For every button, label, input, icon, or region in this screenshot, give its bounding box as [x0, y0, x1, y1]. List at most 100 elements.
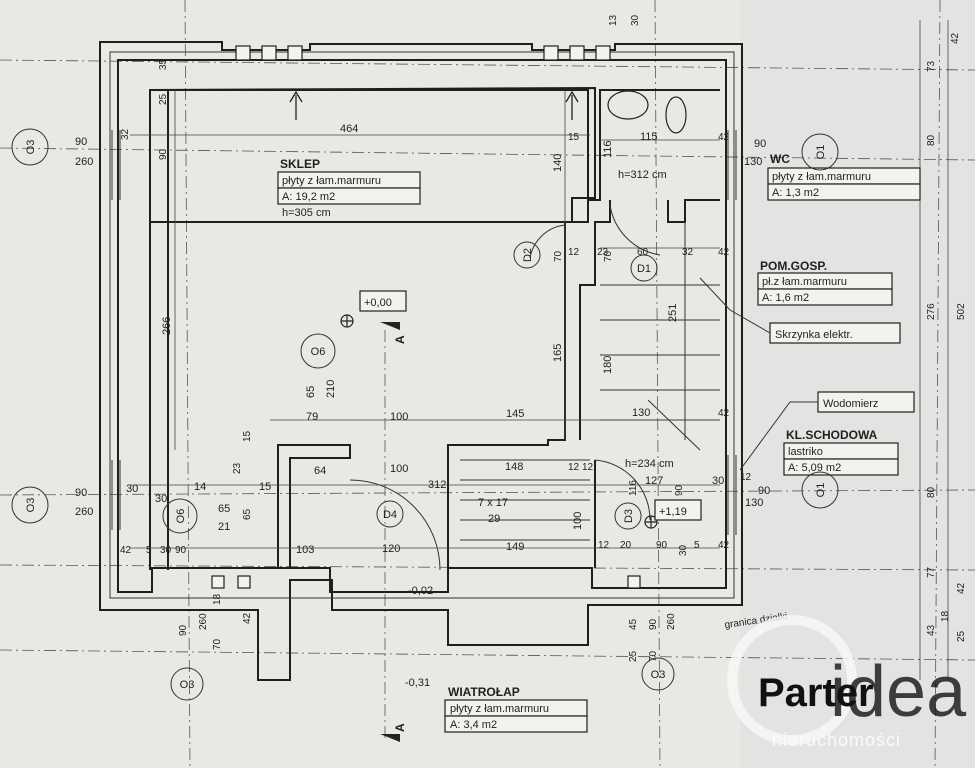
dim-100b: 100	[390, 463, 408, 475]
dim-266: 266	[161, 317, 173, 335]
dim-15c: 15	[259, 481, 271, 493]
dim-90-mid: 90	[75, 487, 87, 499]
stairs-sub: 29	[488, 513, 500, 525]
dim-14: 14	[194, 481, 206, 493]
dim-260c: 260	[198, 613, 209, 630]
dim-15-top: 15	[568, 132, 580, 143]
symbol-d1: D1	[637, 263, 651, 275]
dim-12-bottom: 12	[598, 540, 610, 551]
dim-12a: 12	[568, 247, 580, 258]
wc-fixtures	[607, 90, 687, 134]
right-dim-18: 18	[940, 610, 951, 622]
room-wc-name: WC	[770, 152, 790, 166]
dim-12b: 12	[568, 462, 580, 473]
dim-42e: 42	[120, 545, 132, 556]
dim-65c: 65	[242, 508, 253, 520]
dim-70c: 70	[212, 638, 223, 650]
room-label-boxes	[277, 167, 921, 733]
dim-130c: 130	[745, 497, 763, 509]
dim-5b: 5	[146, 545, 152, 556]
dim-251: 251	[667, 304, 679, 322]
dim-116: 116	[602, 140, 614, 158]
dim-32: 32	[120, 128, 131, 140]
dim-145: 145	[506, 408, 524, 420]
leader-lines	[699, 277, 818, 471]
room-wc-floor: płyty z łam.marmuru	[772, 171, 871, 183]
dim-180: 180	[602, 356, 614, 374]
dim-42f: 42	[242, 612, 253, 624]
dim-25b: 25	[628, 650, 639, 662]
dim-90-vert: 90	[158, 148, 169, 160]
door-swings	[349, 204, 701, 571]
dim-90h: 90	[648, 618, 659, 630]
dim-18: 18	[212, 593, 223, 605]
right-dim-42b: 42	[956, 582, 967, 594]
dim-23b: 23	[232, 462, 243, 474]
symbol-d3: D3	[623, 509, 635, 523]
dim-42d: 42	[718, 540, 730, 551]
dim-30c: 30	[160, 545, 172, 556]
dim-21: 21	[218, 521, 230, 533]
dim-115: 115	[640, 131, 658, 143]
dim-32b: 32	[682, 247, 694, 258]
dim-90g: 90	[178, 624, 189, 636]
dim-25: 25	[158, 93, 169, 105]
dim-13: 13	[608, 14, 619, 26]
room-pomgosp-area: A: 1,6 m2	[762, 292, 809, 304]
dim-65b: 65	[218, 503, 230, 515]
room-sklep-name: SKLEP	[280, 157, 320, 171]
dim-90f: 90	[175, 545, 187, 556]
symbol-o6-left: O6	[175, 509, 187, 524]
dim-23: 23	[597, 247, 609, 258]
room-pomgosp-name: POM.GOSP.	[760, 259, 827, 273]
dim-100a: 100	[390, 411, 408, 423]
level-markers	[340, 290, 702, 529]
label-skrzynka: Skrzynka elektr.	[775, 329, 853, 341]
dim-90-right-mid: 90	[758, 485, 770, 497]
level-119: +1,19	[659, 506, 687, 518]
right-dim-80b: 80	[926, 486, 937, 498]
logo-brand: idea	[830, 652, 967, 732]
label-wodomierz: Wodomierz	[823, 398, 878, 410]
room-klschodowa-height: h=234 cm	[625, 458, 674, 470]
interior-walls	[111, 89, 737, 570]
dim-120: 120	[382, 543, 400, 555]
room-wc-height: h=312 cm	[618, 169, 667, 181]
dim-116b: 116	[628, 480, 639, 496]
dim-140: 140	[552, 154, 564, 172]
right-dim-43: 43	[926, 624, 937, 636]
dim-30a: 30	[712, 475, 724, 487]
right-dim-73: 73	[926, 60, 937, 72]
dimension-lines	[130, 20, 949, 680]
dim-45: 45	[628, 618, 639, 630]
dim-42-top: 42	[718, 132, 730, 143]
circle-symbols	[11, 128, 839, 701]
symbol-o3-left-mid: O3	[25, 498, 37, 513]
symbol-o3-bottom-left: O3	[180, 679, 195, 691]
dim-260-top: 260	[75, 156, 93, 168]
dim-30-left: 30	[126, 483, 138, 495]
right-dim-77: 77	[926, 566, 937, 578]
symbol-o3-bottom-mid: O3	[651, 669, 666, 681]
dim-103: 103	[296, 544, 314, 556]
level-minus-002: -0,02	[408, 585, 433, 597]
symbol-o1-mid: O1	[815, 483, 827, 498]
right-dim-80a: 80	[926, 134, 937, 146]
right-dim-25: 25	[956, 630, 967, 642]
dim-12c: 12	[582, 462, 594, 473]
symbol-d2: D2	[522, 248, 534, 262]
room-wiatrolap-area: A: 3,4 m2	[450, 719, 497, 731]
dim-70b: 70	[603, 250, 614, 262]
symbol-o1-top: O1	[815, 145, 827, 160]
dim-149: 149	[506, 541, 524, 553]
symbol-o6-center: O6	[311, 346, 326, 358]
dim-15b: 15	[242, 430, 253, 442]
room-wiatrolap-name: WIATROŁAP	[448, 685, 520, 699]
dim-165: 165	[552, 344, 564, 362]
dim-5a: 5	[694, 540, 700, 551]
dim-464: 464	[340, 123, 358, 135]
section-mark-bottom: A	[393, 723, 407, 732]
symbol-o3-left-top: O3	[25, 140, 37, 155]
dim-148: 148	[505, 461, 523, 473]
right-dim-276: 276	[926, 303, 937, 320]
